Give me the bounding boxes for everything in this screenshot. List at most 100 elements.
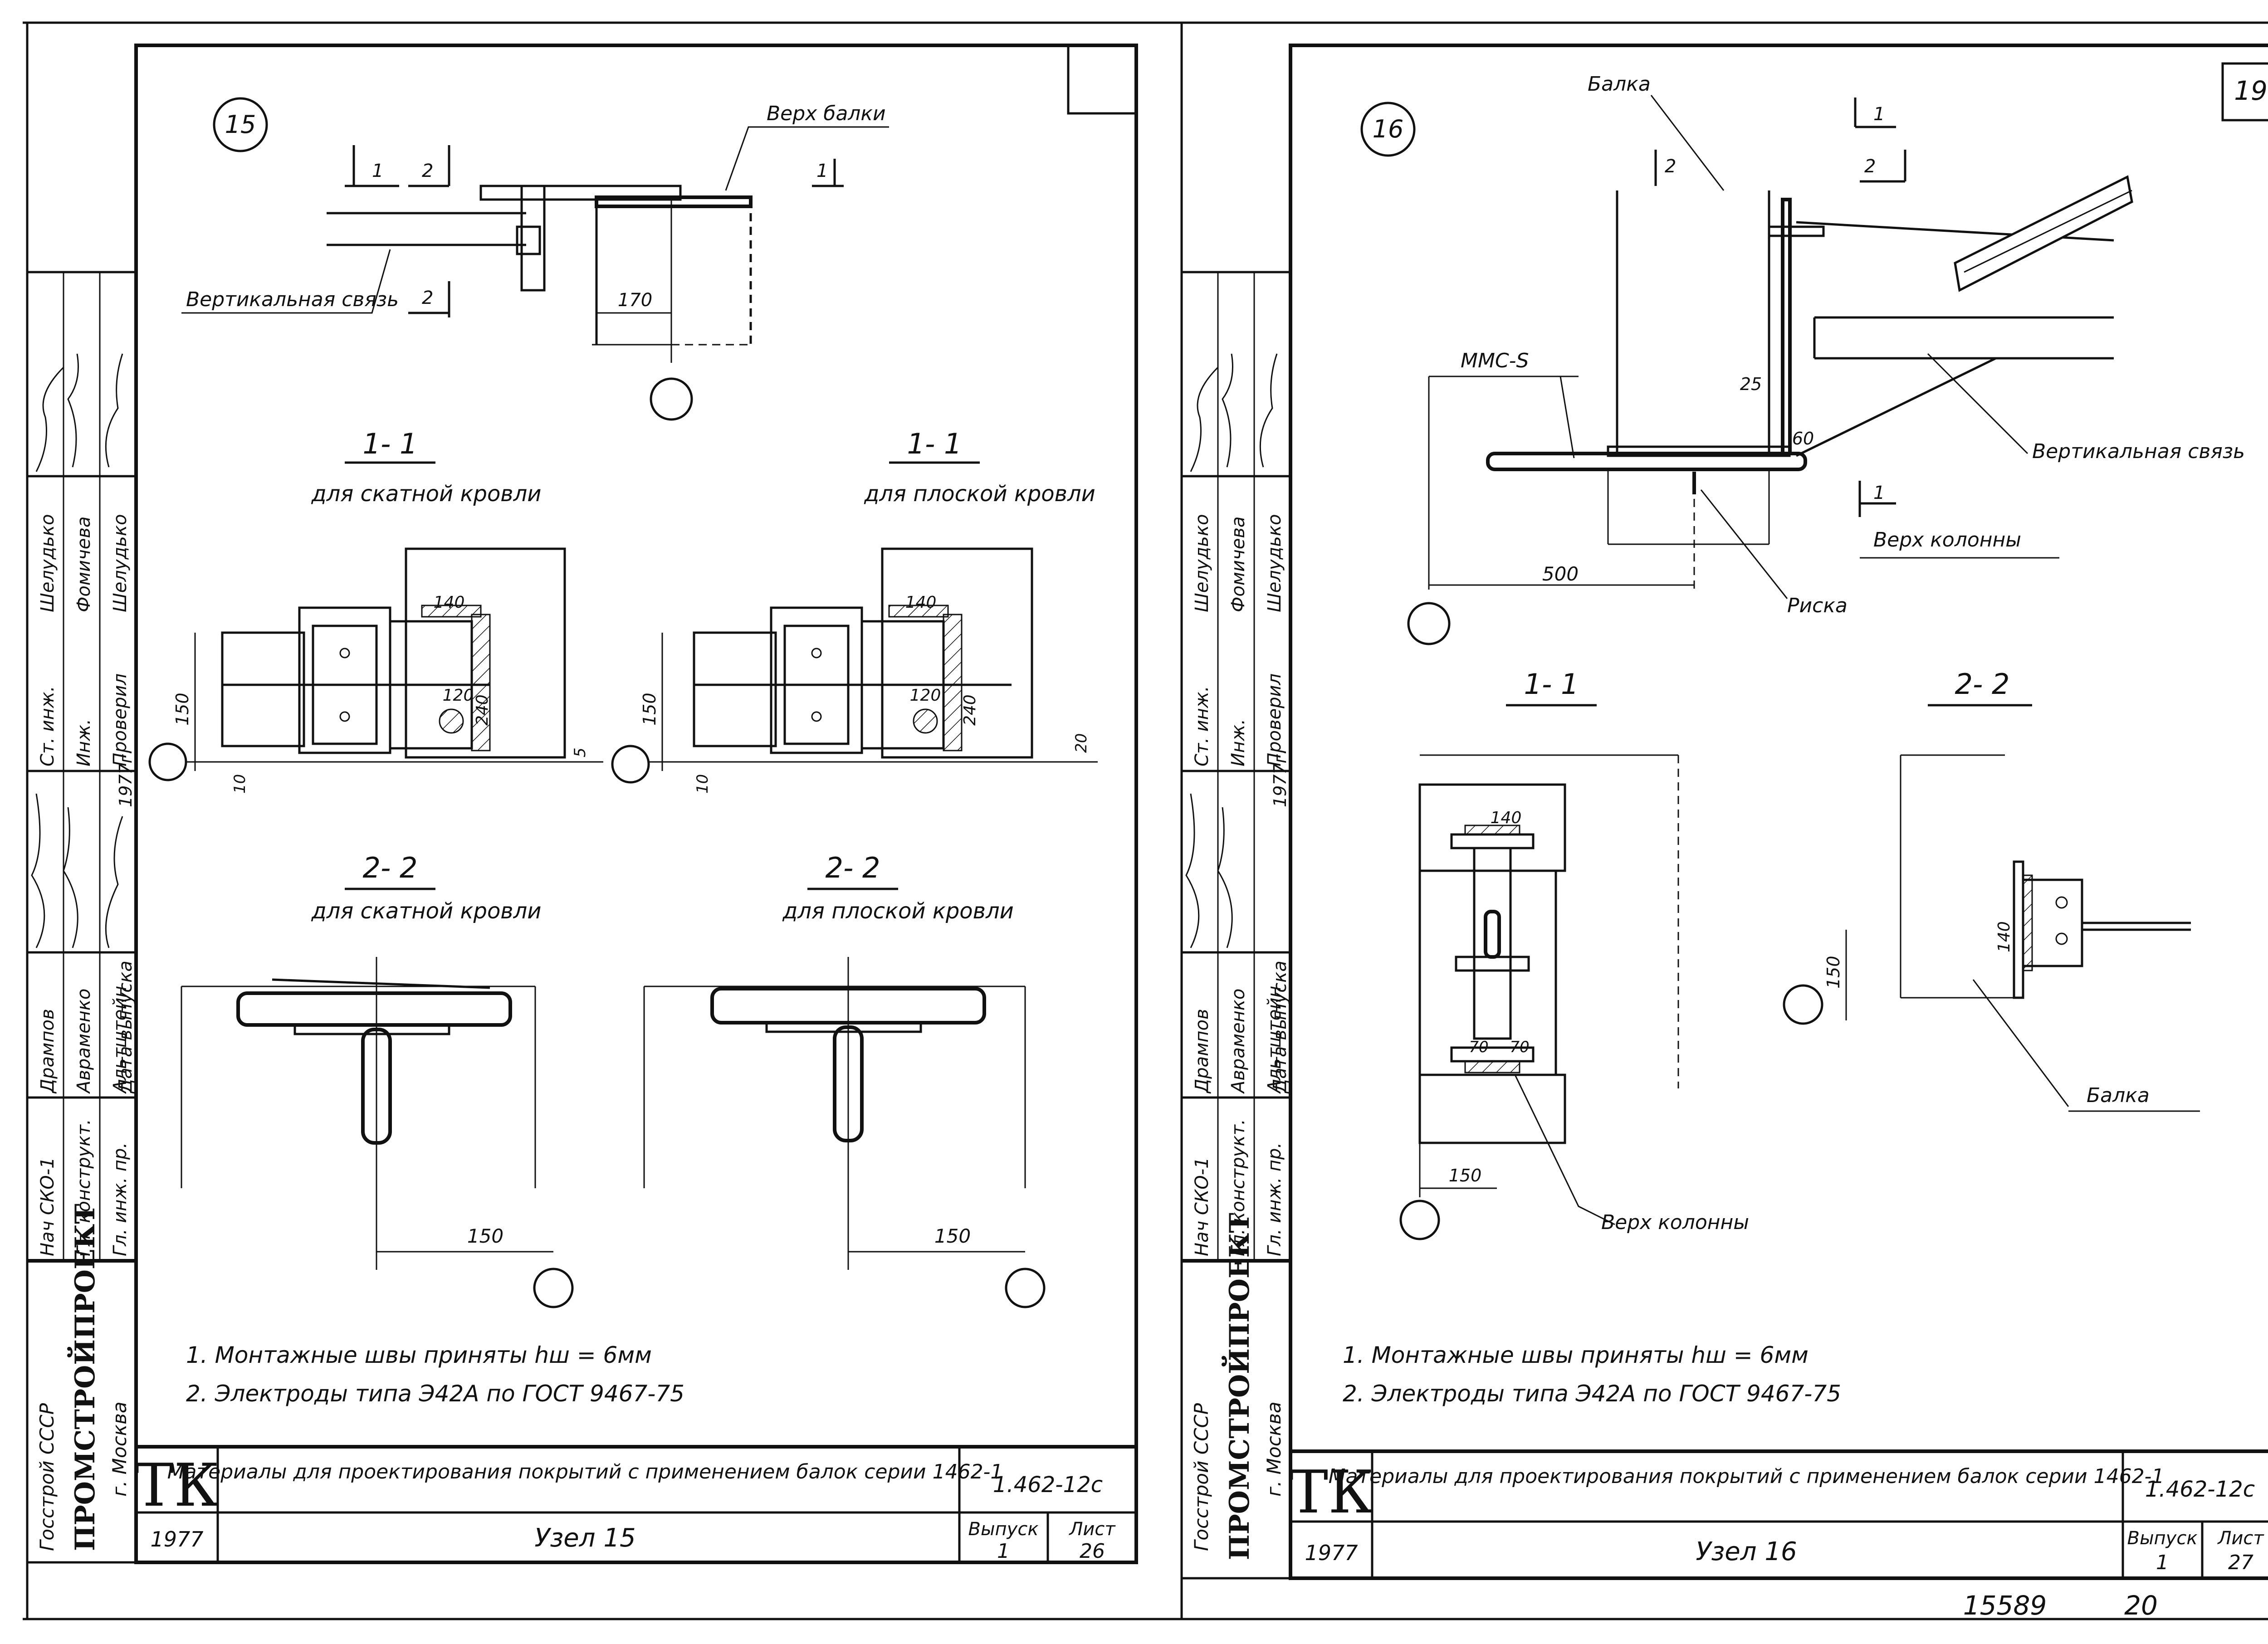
r-year: 1977 xyxy=(1305,1541,1358,1565)
sec-22b-title: 2- 2 xyxy=(826,851,880,884)
right-corner-box xyxy=(2221,62,2268,122)
left-side-stamp: Нач СКО-1 Гл. конструкт. Гл. инж. пр. Да… xyxy=(26,271,137,1564)
r-dim-140b: 140 xyxy=(1995,921,2014,952)
stamp-name2-3: Шелудько xyxy=(110,514,131,612)
stamp-role-4: Дата выпуска xyxy=(115,961,136,1094)
corner-number: 19 xyxy=(2234,75,2268,106)
year: 1977 xyxy=(150,1527,203,1551)
dim-140b: 140 xyxy=(905,593,937,612)
sec-11a-title: 1- 1 xyxy=(363,427,418,460)
r-stamp-name-2: Авраменко xyxy=(1228,989,1249,1094)
issue-label: Выпуск xyxy=(968,1519,1039,1540)
sec-22b-caption: для плоской кровли xyxy=(782,898,1014,924)
left-inner-frame xyxy=(134,44,1138,1564)
label-top-column-2: Верх колонны xyxy=(1601,1211,1749,1234)
stamp-city: г. Москва xyxy=(108,1401,131,1497)
r-cut-2: 2 xyxy=(1864,156,1876,177)
stamp-role-3: Гл. инж. пр. xyxy=(110,1142,131,1256)
stamp-name2-1: Шелудько xyxy=(37,514,58,612)
doc-code: 1.462-12с xyxy=(993,1472,1103,1498)
cut-1b-label: 1 xyxy=(816,161,828,181)
label-top-column: Верх колонны xyxy=(1873,528,2021,551)
left-corner-box xyxy=(1067,44,1138,115)
r-stamp-role2-3: Проверил xyxy=(1264,673,1285,766)
sec-22a-title: 2- 2 xyxy=(363,851,418,884)
dim-150a: 150 xyxy=(172,693,192,726)
axis-bubble-15 xyxy=(650,377,693,421)
dim-120b: 120 xyxy=(910,686,941,705)
r-cut-1b: 1 xyxy=(1873,483,1885,503)
note-2: 2. Электроды типа Э42А по ГОСТ 9467-75 xyxy=(186,1381,684,1407)
stamp-name2-2: Фомичева xyxy=(73,517,94,612)
sec-22a-caption: для скатной кровли xyxy=(311,898,542,924)
section-11-flat: 1- 1 для плоской кровли 140 120 240 150 … xyxy=(611,427,1098,794)
node-15-plan: 170 1 2 1 2 Верх балки Вертикальная связ… xyxy=(181,102,889,421)
dim-20: 20 xyxy=(1072,733,1090,753)
cut-2-label: 2 xyxy=(422,161,433,181)
r-stamp-role-3: Гл. инж. пр. xyxy=(1264,1142,1285,1256)
stamp-role2-3: Проверил xyxy=(110,673,131,766)
r-stamp-name2-2: Фомичева xyxy=(1228,517,1249,612)
r-sheet-name: Узел 16 xyxy=(1696,1537,1797,1566)
dim-500: 500 xyxy=(1542,563,1579,585)
note-1: 1. Монтажные швы приняты hш = 6мм xyxy=(186,1342,652,1368)
r-sheet-label: Лист xyxy=(2217,1528,2264,1549)
r-stamp-role2-1: Ст. инж. xyxy=(1192,686,1212,766)
r-signature-scribbles-2 xyxy=(1185,793,1233,948)
section-22-flat: 2- 2 для плоской кровли 150 xyxy=(643,851,1046,1308)
r-cut-2b: 2 xyxy=(1665,156,1676,177)
stamp-name-3: Альтштейн xyxy=(110,986,131,1094)
node-16-circle xyxy=(1360,102,1416,157)
r-dim-70b: 70 xyxy=(1510,1038,1529,1056)
label-beam-2: Балка xyxy=(2087,1084,2150,1107)
sec-11b-title: 1- 1 xyxy=(907,427,962,460)
stamp-org2: ПРОМСТРОЙПРОЕКТ xyxy=(67,1204,101,1551)
stamp-name-1: Дрампов xyxy=(37,1009,58,1094)
r-stamp-org2: ПРОМСТРОЙПРОЕКТ xyxy=(1222,1213,1256,1560)
sheet-value: 26 xyxy=(1080,1540,1105,1563)
dim-25: 25 xyxy=(1740,374,1762,394)
r-doc-code: 1.462-12с xyxy=(2145,1477,2255,1502)
node-16-number: 16 xyxy=(1373,115,1404,143)
r-note-2: 2. Электроды типа Э42А по ГОСТ 9467-75 xyxy=(1343,1381,1841,1407)
r-stamp-role-1: Нач СКО-1 xyxy=(1192,1157,1212,1256)
sec-11a-caption: для скатной кровли xyxy=(311,481,542,507)
archive-number: 15589 xyxy=(1963,1590,2047,1621)
sec-11b-caption: для плоской кровли xyxy=(864,481,1095,507)
dim-150d: 150 xyxy=(934,1225,971,1247)
r-stamp-name-1: Дрампов xyxy=(1192,1009,1212,1094)
r-stamp-role2-2: Инж. xyxy=(1228,719,1249,766)
dim-60: 60 xyxy=(1792,429,1814,449)
label-beam: Балка xyxy=(1588,73,1651,96)
node-16-elevation: 25 60 500 Балка ММС-S Вертикальная связь… xyxy=(1407,73,2245,645)
dim-240b: 240 xyxy=(961,694,979,726)
r-stamp-role-4: Дата выпуска xyxy=(1270,961,1290,1094)
r-stamp-org1: Госстрой СССР xyxy=(1190,1403,1212,1551)
dim-240a: 240 xyxy=(473,694,492,726)
r-sheet-value: 27 xyxy=(2228,1551,2253,1574)
stamp-role-2: Гл. конструкт. xyxy=(73,1119,94,1256)
r-logo-tk: ТК xyxy=(1289,1458,1374,1527)
cut-2b-label: 2 xyxy=(422,288,433,308)
label-top-beam: Верх балки xyxy=(767,102,886,125)
dim-10a: 10 xyxy=(231,774,249,794)
dim-5: 5 xyxy=(571,747,589,757)
dim-140a: 140 xyxy=(434,593,465,612)
dim-10b: 10 xyxy=(694,774,712,794)
r-dim-70a: 70 xyxy=(1469,1038,1488,1056)
r-signature-scribbles xyxy=(1190,353,1278,472)
r-dim-150a: 150 xyxy=(1449,1166,1482,1185)
r-issue-value: 1 xyxy=(2156,1551,2169,1574)
r-cut-1: 1 xyxy=(1873,104,1885,125)
stamp-name-2: Авраменко xyxy=(73,989,94,1094)
r-stamp-date: 1977г. xyxy=(1270,749,1290,807)
right-title-block: ТК Материалы для проектирования покрытий… xyxy=(1289,1449,2268,1578)
r-stamp-city: г. Москва xyxy=(1263,1401,1285,1497)
left-title-block: ТК Материалы для проектирования покрытий… xyxy=(134,1445,1136,1563)
label-risk: Риска xyxy=(1787,594,1848,617)
r-note-1: 1. Монтажные швы приняты hш = 6мм xyxy=(1343,1342,1809,1368)
section-22-node16: 2- 2 140 150 Балка xyxy=(1783,668,2200,1112)
dim-150b: 150 xyxy=(640,693,660,726)
section-11-slope: 1- 1 для скатной кровли 140 120 240 150 … xyxy=(148,427,603,794)
